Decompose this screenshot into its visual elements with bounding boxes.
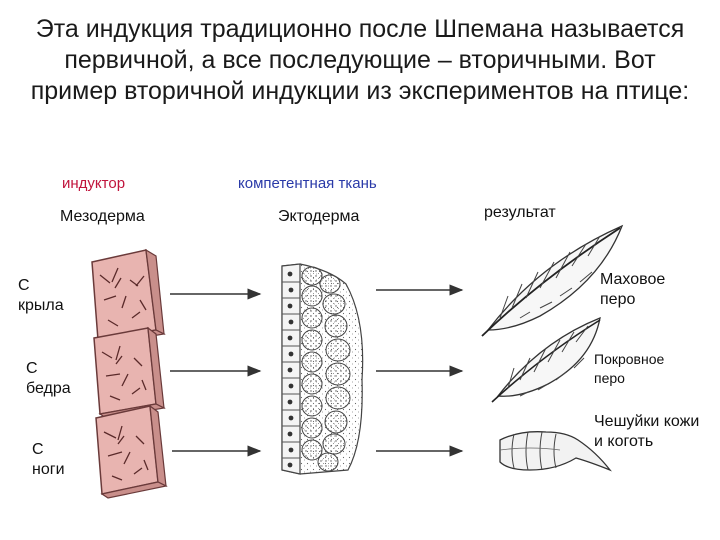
source-label-thigh-line2: бедра xyxy=(26,380,71,397)
source-label-wing-line1: С xyxy=(18,277,30,294)
result-label-flight-feather-line1: Маховое xyxy=(600,271,666,288)
mesoderm-block-leg xyxy=(95,404,168,499)
result-label-scales-claw: Чешуйки кожи и коготь xyxy=(594,412,699,452)
source-label-leg-line2: ноги xyxy=(32,461,65,478)
source-label-wing: С крыла xyxy=(18,276,64,316)
ectoderm-column-label: Эктодерма xyxy=(278,208,360,225)
slide-title: Эта индукция традиционно после Шпемана н… xyxy=(30,15,690,105)
inductor-header: индуктор xyxy=(62,175,126,192)
source-label-thigh: С бедра xyxy=(26,359,71,399)
contour-feather-drawing xyxy=(491,316,601,403)
competent-tissue-header: компетентная ткань xyxy=(238,175,377,192)
result-label-contour-feather-line2: перо xyxy=(594,370,625,386)
source-label-leg: С ноги xyxy=(32,440,65,480)
result-label-flight-feather-line2: перо xyxy=(600,291,636,308)
result-label-contour-feather-line1: Покровное xyxy=(594,351,665,367)
scales-and-claw-drawing xyxy=(499,431,612,472)
source-label-leg-line1: С xyxy=(32,441,44,458)
arrows xyxy=(170,284,464,457)
mesoderm-column-label: Мезодерма xyxy=(60,208,145,225)
result-column-label: результат xyxy=(484,204,556,221)
mesoderm-block-thigh xyxy=(93,326,166,419)
result-label-flight-feather: Маховое перо xyxy=(600,270,665,310)
result-label-scales-claw-line2: и коготь xyxy=(594,433,654,450)
source-label-wing-line2: крыла xyxy=(18,297,64,314)
mesoderm-block-wing xyxy=(91,248,166,345)
result-label-scales-claw-line1: Чешуйки кожи xyxy=(594,413,700,430)
result-label-contour-feather: Покровное перо xyxy=(594,350,664,388)
ectoderm-tissue xyxy=(281,263,364,475)
source-label-thigh-line1: С xyxy=(26,360,38,377)
flight-feather-drawing xyxy=(481,224,624,337)
